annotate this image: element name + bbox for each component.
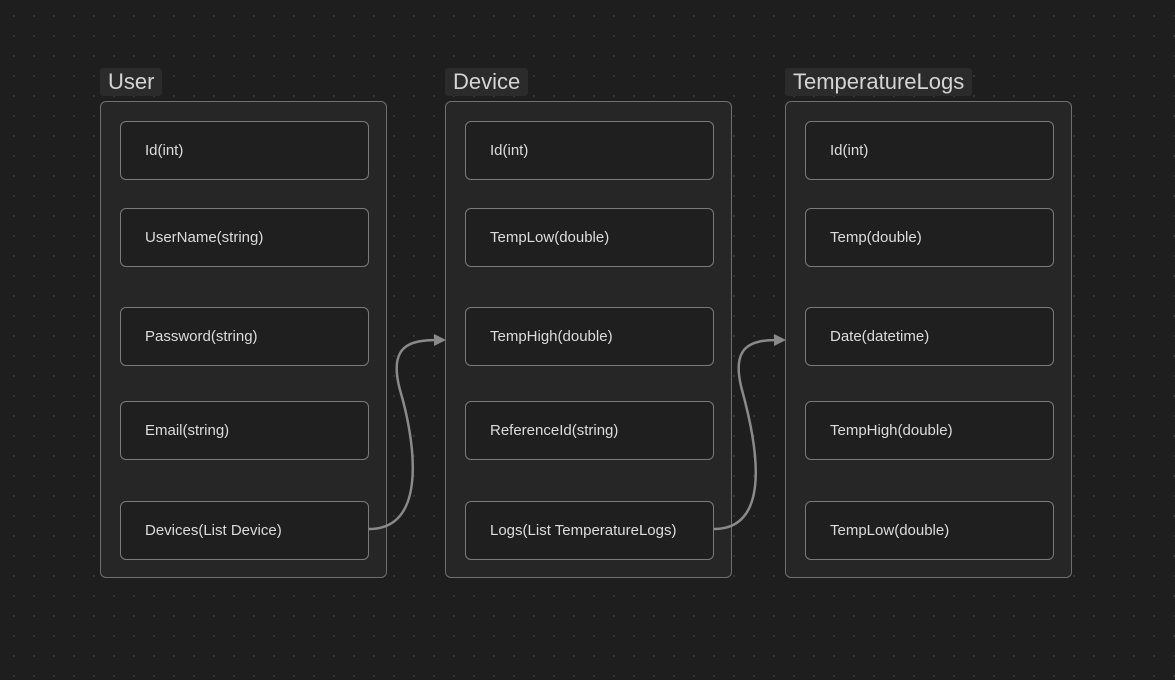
field-label: ReferenceId(string) [490,421,619,439]
field-device-logs[interactable]: Logs(List TemperatureLogs) [465,501,714,560]
field-label: Devices(List Device) [145,521,282,539]
field-label: Id(int) [830,141,869,159]
group-title-user: User [100,68,163,96]
field-device-referenceid[interactable]: ReferenceId(string) [465,401,714,460]
field-logs-id[interactable]: Id(int) [805,121,1054,180]
field-label: TempHigh(double) [490,327,613,345]
field-label: TempLow(double) [490,228,610,246]
field-device-templow[interactable]: TempLow(double) [465,208,714,267]
field-logs-date[interactable]: Date(datetime) [805,307,1054,366]
field-label: Date(datetime) [830,327,930,345]
field-user-password[interactable]: Password(string) [120,307,369,366]
field-user-email[interactable]: Email(string) [120,401,369,460]
group-temperaturelogs[interactable]: Id(int) Temp(double) Date(datetime) Temp… [785,101,1072,578]
field-device-id[interactable]: Id(int) [465,121,714,180]
field-device-temphigh[interactable]: TempHigh(double) [465,307,714,366]
field-logs-templow[interactable]: TempLow(double) [805,501,1054,560]
group-device[interactable]: Id(int) TempLow(double) TempHigh(double)… [445,101,732,578]
field-user-devices[interactable]: Devices(List Device) [120,501,369,560]
field-label: UserName(string) [145,228,264,246]
field-label: Password(string) [145,327,258,345]
group-user[interactable]: Id(int) UserName(string) Password(string… [100,101,387,578]
field-label: Temp(double) [830,228,922,246]
field-logs-temp[interactable]: Temp(double) [805,208,1054,267]
field-label: Email(string) [145,421,230,439]
field-label: Logs(List TemperatureLogs) [490,521,677,539]
field-label: Id(int) [490,141,529,159]
field-label: TempLow(double) [830,521,950,539]
field-label: TempHigh(double) [830,421,953,439]
field-user-username[interactable]: UserName(string) [120,208,369,267]
group-title-temperaturelogs: TemperatureLogs [785,68,973,96]
field-label: Id(int) [145,141,184,159]
group-title-device: Device [445,68,529,96]
field-user-id[interactable]: Id(int) [120,121,369,180]
field-logs-temphigh[interactable]: TempHigh(double) [805,401,1054,460]
